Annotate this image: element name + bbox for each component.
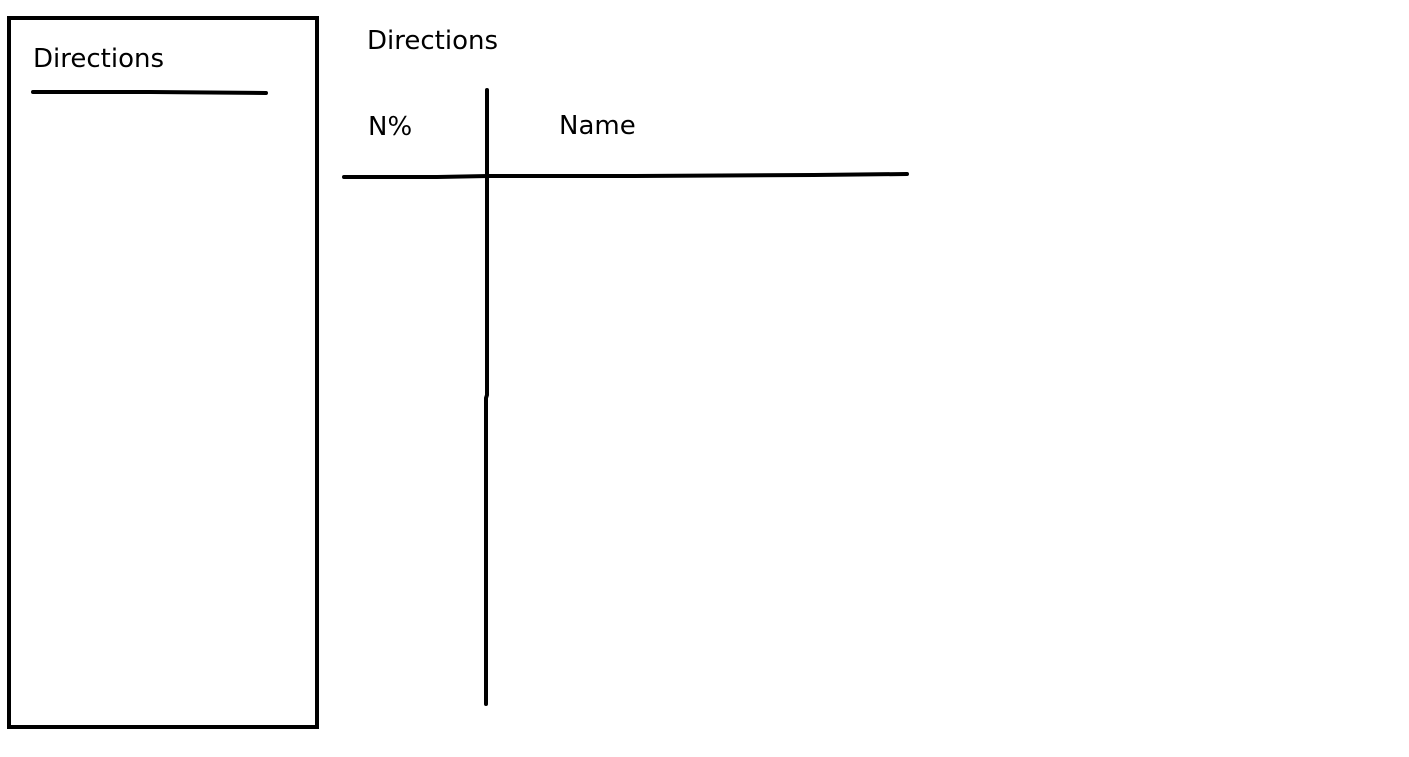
column-header-name[interactable]: Name: [559, 111, 636, 141]
sidebar-title-underline: [31, 90, 268, 95]
page-title: Directions: [367, 26, 499, 56]
column-header-n-percent[interactable]: N%: [368, 112, 413, 142]
sidebar-panel: [7, 16, 319, 729]
table-header-divider: [342, 172, 909, 179]
sidebar-title: Directions: [33, 44, 165, 74]
table-column-divider: [484, 88, 489, 706]
